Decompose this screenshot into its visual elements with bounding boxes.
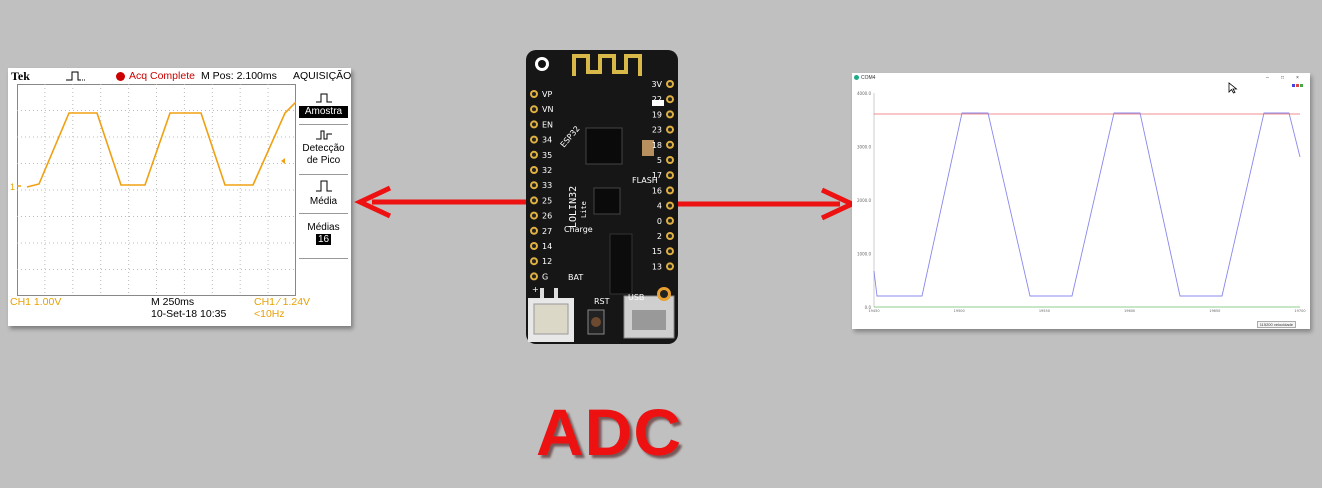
board-graphic: VP VN EN 34 35 32 33 25 26 27 14 12G 3V 22 19 23 18 5 17 16… bbox=[526, 50, 678, 344]
trigger-frequency: <10Hz bbox=[254, 308, 285, 320]
menu-medias-label: Médias bbox=[307, 222, 340, 233]
ch1-trace bbox=[26, 101, 296, 188]
pin-label: 0 bbox=[657, 217, 662, 226]
pin-label: 19 bbox=[652, 110, 662, 119]
average-icon bbox=[315, 180, 332, 192]
pin-label: VN bbox=[542, 105, 553, 114]
pin-label: 26 bbox=[542, 212, 552, 221]
menu-amostra[interactable]: Amostra bbox=[296, 92, 351, 125]
pin-label: 5 bbox=[657, 156, 662, 165]
pin-label: 27 bbox=[542, 227, 552, 236]
pin-label: EN bbox=[542, 120, 553, 129]
timebase: M 250ms bbox=[151, 296, 195, 308]
rst-label: RST bbox=[594, 297, 610, 306]
main-position: M Pos: 2.100ms bbox=[201, 70, 277, 82]
x-tick-label: 19450 bbox=[868, 309, 879, 313]
oscilloscope-screen: Tek Acq Complete M Pos: 2.100ms AQUISIÇÃ… bbox=[8, 68, 351, 326]
x-tick-label: 19600 bbox=[1124, 309, 1135, 313]
minimize-button[interactable]: – bbox=[1266, 75, 1269, 81]
pin-label: 17 bbox=[652, 171, 662, 180]
pin-label: 32 bbox=[542, 166, 552, 175]
y-tick-label: 0.0 bbox=[865, 305, 872, 310]
pin-label: 13 bbox=[652, 262, 662, 271]
pin-label: 25 bbox=[542, 196, 552, 205]
menu-pico-label-2: de Pico bbox=[306, 155, 341, 166]
pin-label: 35 bbox=[542, 151, 552, 160]
ch1-ground-marker: 1 bbox=[10, 182, 16, 192]
trigger-level: CH1 ⁄ 1.24V bbox=[254, 296, 311, 308]
ch1-scale: CH1 1.00V bbox=[10, 296, 62, 308]
series-legend-icon bbox=[1292, 84, 1303, 87]
flash-chip bbox=[593, 187, 621, 215]
pin-label: G bbox=[542, 272, 548, 281]
menu-medias-value: 16 bbox=[315, 234, 332, 245]
x-tick-label: 19550 bbox=[1039, 309, 1050, 313]
x-tick-label: 19500 bbox=[954, 309, 965, 313]
y-tick-label: 2000.0 bbox=[857, 198, 871, 203]
x-tick-label: 19700 bbox=[1294, 309, 1305, 313]
peak-detect-icon bbox=[315, 130, 332, 140]
pin-label: 33 bbox=[542, 181, 552, 190]
menu-deteccao-pico[interactable]: Detecção de Pico bbox=[296, 129, 351, 175]
pin-label: 16 bbox=[652, 186, 662, 195]
pin-label: 12 bbox=[542, 257, 552, 266]
menu-medias[interactable]: Médias 16 bbox=[296, 222, 351, 259]
wifi-antenna bbox=[572, 54, 642, 76]
y-tick-label: 1000.0 bbox=[857, 252, 871, 257]
acq-status-icon bbox=[116, 72, 125, 81]
adc-title: ADC bbox=[536, 395, 682, 469]
esp32-chip bbox=[585, 127, 623, 165]
datetime: 10-Set-18 10:35 bbox=[151, 308, 227, 320]
window-title: COM4 bbox=[861, 75, 876, 81]
menu-pico-label-1: Detecção bbox=[302, 143, 345, 154]
flash-label: FLASH bbox=[632, 176, 658, 185]
mouse-cursor-icon bbox=[1228, 82, 1238, 94]
scope-status-bar: Tek Acq Complete M Pos: 2.100ms AQUISIÇÃ… bbox=[8, 68, 351, 85]
bat-label: BAT bbox=[568, 273, 583, 282]
maximize-button[interactable]: □ bbox=[1281, 75, 1285, 81]
x-tick-label: 19650 bbox=[1209, 309, 1220, 313]
close-button[interactable]: × bbox=[1296, 75, 1299, 81]
menu-media[interactable]: Média bbox=[296, 179, 351, 214]
pin-label: 18 bbox=[652, 141, 662, 150]
pin-label: 3V bbox=[651, 80, 662, 89]
acq-status: Acq Complete bbox=[129, 70, 195, 82]
acquisition-menu: Amostra Detecção de Pico Média Médias 16 bbox=[296, 84, 351, 299]
plotter-titlebar: COM4 – □ × bbox=[852, 73, 1310, 83]
scope-graticule bbox=[17, 84, 296, 296]
pin-label: 14 bbox=[542, 242, 552, 251]
trigger-mode-icon bbox=[65, 70, 87, 85]
model-label: LOLIN32 bbox=[568, 186, 579, 228]
pin-label: 2 bbox=[657, 232, 662, 241]
adc-signal-series bbox=[873, 112, 1301, 297]
pin-label: 23 bbox=[652, 126, 662, 135]
right-arrow bbox=[676, 187, 858, 221]
plus-label: + bbox=[532, 285, 539, 294]
pin-label: VP bbox=[542, 90, 552, 99]
y-tick-label: 4000.0 bbox=[857, 91, 871, 96]
model-sub-label: Lite bbox=[580, 201, 588, 218]
pin-label: 15 bbox=[652, 247, 662, 256]
menu-media-label: Média bbox=[309, 196, 338, 207]
scope-brand: Tek bbox=[11, 69, 30, 83]
pin-label: 34 bbox=[542, 136, 552, 145]
baud-select[interactable]: 115200 velocidade bbox=[1256, 321, 1296, 328]
pin-label: 22 bbox=[652, 95, 662, 104]
sample-icon bbox=[315, 93, 332, 103]
y-tick-label: 3000.0 bbox=[857, 145, 871, 150]
app-icon bbox=[854, 75, 859, 80]
usb-label: USB bbox=[628, 293, 644, 302]
charge-label: Charge bbox=[564, 225, 593, 234]
menu-title: AQUISIÇÃO bbox=[293, 70, 352, 82]
trigger-level-marker bbox=[281, 158, 285, 164]
menu-amostra-label: Amostra bbox=[299, 106, 348, 118]
left-arrow bbox=[354, 185, 530, 219]
pin-label: 4 bbox=[657, 202, 662, 211]
